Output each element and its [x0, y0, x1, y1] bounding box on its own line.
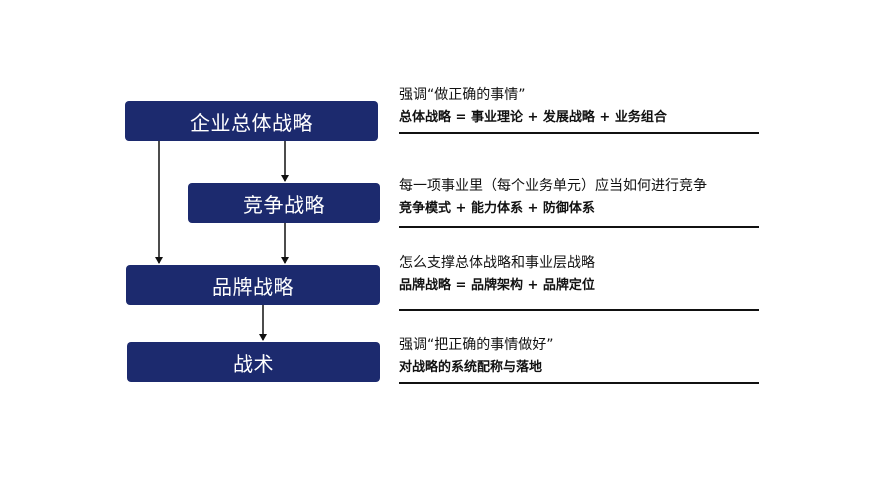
brand-strategy-box: 品牌战略	[126, 265, 380, 305]
description-heading: 每一项事业里（每个业务单元）应当如何进行竞争	[399, 178, 707, 194]
competitive-strategy-box: 竞争战略	[188, 183, 380, 223]
tactics-box: 战术	[127, 342, 380, 382]
tactics-description: 强调“把正确的事情做好” 对战略的系统配称与落地	[399, 336, 759, 384]
brand-strategy-description: 怎么支撑总体战略和事业层战略 品牌战略 = 品牌架构 + 品牌定位	[399, 254, 759, 311]
corporate-strategy-box: 企业总体战略	[125, 101, 378, 141]
description-heading: 怎么支撑总体战略和事业层战略	[399, 255, 595, 271]
description-formula: 竞争模式 + 能力体系 + 防御体系	[399, 201, 595, 216]
description-formula: 总体战略 = 事业理论 + 发展战略 + 业务组合	[399, 110, 667, 125]
description-heading: 强调“把正确的事情做好”	[399, 337, 554, 353]
corporate-strategy-description: 强调“做正确的事情” 总体战略 = 事业理论 + 发展战略 + 业务组合	[399, 86, 759, 134]
description-formula: 对战略的系统配称与落地	[399, 360, 543, 375]
description-heading: 强调“做正确的事情”	[399, 87, 526, 103]
description-formula: 品牌战略 = 品牌架构 + 品牌定位	[399, 278, 595, 293]
competitive-strategy-description: 每一项事业里（每个业务单元）应当如何进行竞争 竞争模式 + 能力体系 + 防御体…	[399, 177, 759, 228]
